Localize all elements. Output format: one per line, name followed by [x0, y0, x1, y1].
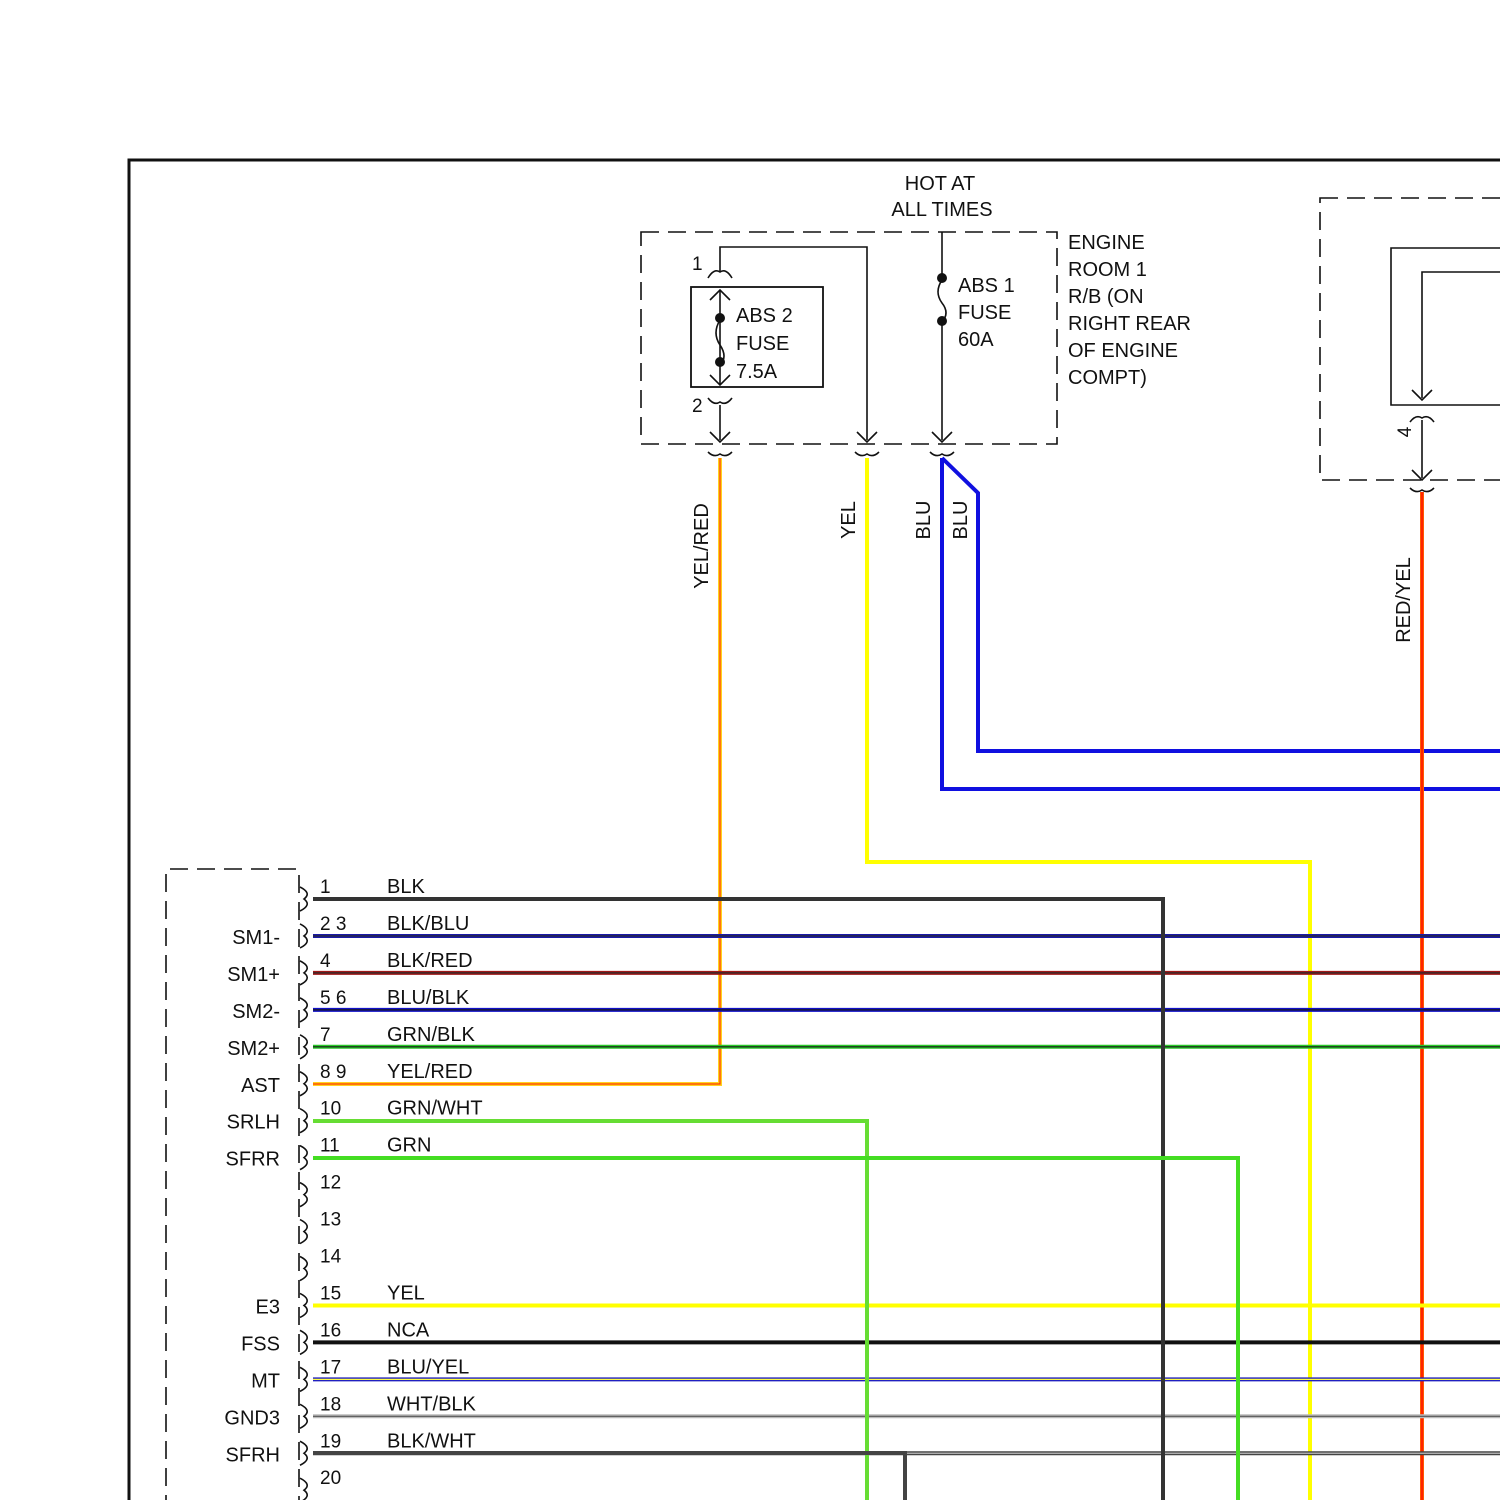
connector-terminal [300, 887, 307, 911]
signal-name: FSS [241, 1333, 280, 1355]
wire-color-label: WHT/BLK [387, 1393, 477, 1415]
connector-terminal [300, 1441, 307, 1465]
connector-terminal [300, 1183, 307, 1207]
pin-number: 11 [320, 1136, 340, 1157]
relay-box-name: ENGINE ROOM 1 R/B (ON RIGHT REAR OF ENGI… [1068, 232, 1191, 389]
wire-label-yel-red: YEL/RED [691, 503, 713, 589]
signal-name: SM2+ [227, 1038, 280, 1060]
wire-color-label: YEL [387, 1282, 425, 1304]
relay-box-name-line: COMPT) [1068, 367, 1147, 389]
wire-color-label: GRN [387, 1135, 431, 1157]
relay-box-name-line: RIGHT REAR [1068, 313, 1191, 335]
connector-terminal [300, 1367, 307, 1391]
abs2-fuse-label: ABS 2 [736, 305, 793, 327]
wire-color-label: BLK [387, 876, 425, 898]
wire-color-label: GRN/BLK [387, 1024, 475, 1046]
pin-labels: 1 BLK 2 3 BLK/BLU 4 BLK/RED 5 6 BLU/BLK 7 GRN/BLK… [320, 876, 483, 1489]
signal-name: SFRH [226, 1444, 280, 1466]
relay-box-name-line: R/B (ON [1068, 286, 1144, 308]
drop-wire-blk-wht [313, 1453, 905, 1500]
feed-wire-blu-2 [942, 458, 1500, 751]
pin-number: 18 [320, 1394, 341, 1415]
hot-label-line-2: ALL TIMES [891, 199, 992, 221]
pin-number: 13 [320, 1210, 341, 1231]
pin-number: 17 [320, 1357, 341, 1378]
pin-number: 19 [320, 1431, 341, 1452]
pin-number: 7 [320, 1025, 331, 1046]
connector-terminal [300, 1146, 307, 1170]
hot-label-line-1: HOT AT [905, 173, 975, 195]
signal-name: MT [251, 1370, 280, 1392]
pin-number: 4 [320, 951, 331, 972]
abs2-fuse-label: FUSE [736, 333, 789, 355]
wire-color-label: BLU/YEL [387, 1356, 469, 1378]
wire-color-label: GRN/WHT [387, 1098, 483, 1120]
pin-number: 1 [320, 877, 331, 898]
wire-color-label: YEL/RED [387, 1061, 473, 1083]
abs1-fuse-label: FUSE [958, 302, 1011, 324]
relay-box-name-line: OF ENGINE [1068, 340, 1178, 362]
feed-wire-yel-red-stripe [313, 458, 720, 1084]
pin-number: 12 [320, 1173, 341, 1194]
wire-label-red-yel: RED/YEL [1393, 557, 1415, 643]
signal-name: SM1- [232, 927, 280, 949]
connector-terminal [300, 924, 307, 948]
signal-name: SFRR [226, 1149, 280, 1171]
pin-number: 16 [320, 1320, 341, 1341]
wire-label-blu: BLU [950, 501, 972, 540]
pin-number: 15 [320, 1283, 341, 1304]
feed-wire-blu-1 [942, 458, 1500, 789]
wire-label-yel: YEL [838, 501, 860, 539]
pin-number: 5 6 [320, 988, 346, 1009]
wire-color-label: BLK/BLU [387, 913, 469, 935]
signal-name: E3 [256, 1296, 280, 1318]
abs1-fuse-label: ABS 1 [958, 275, 1015, 297]
abs2-pin-bottom: 2 [692, 396, 703, 417]
connector-terminal [300, 1072, 307, 1096]
harness-wires [313, 936, 1500, 1453]
right-box-internal [1391, 248, 1500, 492]
connector-terminal [300, 1478, 307, 1500]
engine-room-relay-box [641, 232, 1057, 444]
signal-name: SRLH [227, 1112, 280, 1134]
pin-number: 20 [320, 1468, 341, 1489]
wire-label-blu: BLU [913, 501, 935, 540]
abs2-fuse-label: 7.5A [736, 361, 778, 383]
pin-number: 10 [320, 1099, 341, 1120]
wire-color-label: BLU/BLK [387, 987, 470, 1009]
pin-number: 14 [320, 1247, 342, 1268]
pin-number: 2 3 [320, 914, 346, 935]
connector-terminal [300, 1404, 307, 1428]
signal-name: SM1+ [227, 964, 280, 986]
signal-name: GND3 [224, 1407, 280, 1429]
abs2-pin-top: 1 [692, 254, 703, 275]
connector-terminal [300, 1220, 307, 1244]
abs1-fuse-label: 60A [958, 329, 994, 351]
wire-color-label: NCA [387, 1319, 430, 1341]
pin-number: 8 9 [320, 1062, 346, 1083]
connector-terminal [300, 998, 307, 1022]
signal-name: SM2- [232, 1001, 280, 1023]
connector-terminal [300, 1257, 307, 1281]
right-box-pin: 4 [1395, 426, 1416, 437]
connector-terminal [300, 961, 307, 985]
feed-wire-yel-red [313, 458, 720, 1084]
wire-color-label: BLK/RED [387, 950, 473, 972]
connector-terminals [300, 887, 307, 1500]
relay-box-name-line: ROOM 1 [1068, 259, 1147, 281]
connector-terminal [300, 1330, 307, 1354]
connector-terminal [300, 1035, 307, 1059]
signal-name: AST [241, 1075, 280, 1097]
wire-color-label: BLK/WHT [387, 1430, 476, 1452]
connector-terminal [300, 1109, 307, 1133]
relay-box-name-line: ENGINE [1068, 232, 1145, 254]
connector-terminal [300, 1293, 307, 1317]
